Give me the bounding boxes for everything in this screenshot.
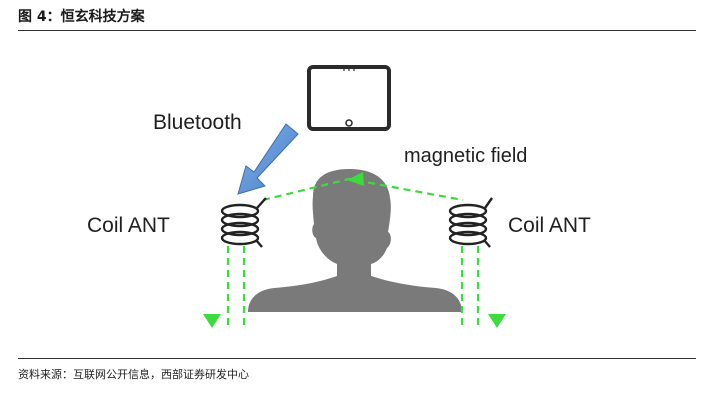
field-arrowheads: [203, 172, 506, 328]
bluetooth-arrow-icon: [237, 123, 299, 195]
figure-title: 图 4：恒玄科技方案: [18, 9, 145, 25]
source-note: 资料来源：互联网公开信息，西部证券研发中心: [18, 368, 249, 381]
coil-antenna-icon: [448, 197, 493, 248]
top-rule: [18, 30, 696, 31]
tablet-icon: [307, 65, 391, 131]
coil-antenna-icon: [220, 197, 267, 248]
coil-ant-left-label: Coil ANT: [87, 214, 170, 237]
magnetic-field-label: magnetic field: [404, 145, 527, 167]
bluetooth-label: Bluetooth: [153, 111, 242, 134]
coil-ant-right-label: Coil ANT: [508, 214, 591, 237]
bottom-rule: [18, 358, 696, 359]
head-silhouette-icon: [248, 169, 462, 312]
